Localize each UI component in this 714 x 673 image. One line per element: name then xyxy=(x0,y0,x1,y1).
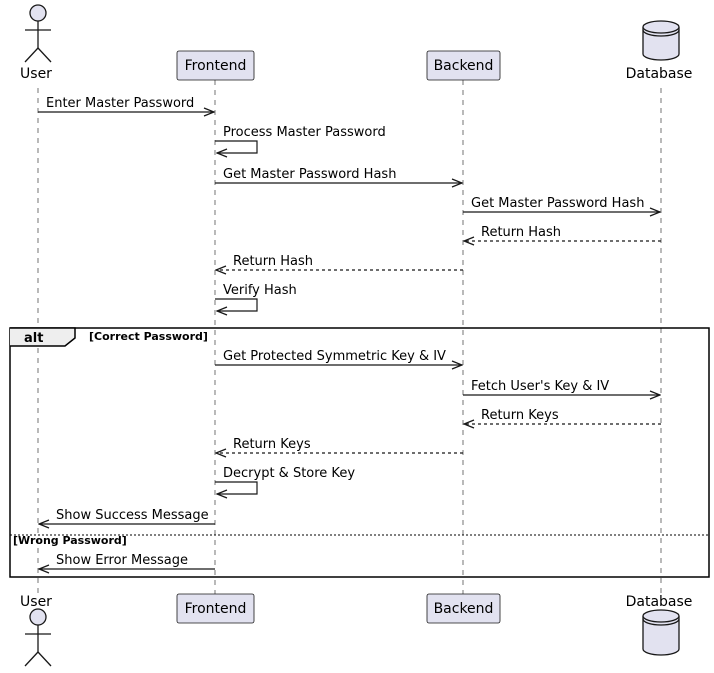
message-label: Return Keys xyxy=(481,408,559,423)
self-message-arrow xyxy=(215,481,258,494)
message-label: Get Master Password Hash xyxy=(471,196,644,211)
message: Decrypt & Store Key xyxy=(215,466,355,494)
message: Enter Master Password xyxy=(38,96,214,112)
participant-label-database: Database xyxy=(626,594,693,610)
participant-label-user: User xyxy=(20,66,52,82)
participant-backend-top: Backend xyxy=(426,50,501,81)
stick-figure-icon xyxy=(24,4,52,63)
message-label: Process Master Password xyxy=(223,125,386,140)
participant-label-frontend: Frontend xyxy=(185,601,247,617)
participant-frontend-top: Frontend xyxy=(176,50,255,81)
message: Return Hash xyxy=(464,225,661,241)
message: Show Error Message xyxy=(39,553,215,569)
self-message-arrow xyxy=(215,298,258,311)
message-label: Get Master Password Hash xyxy=(223,167,396,182)
participant-backend-bottom: Backend xyxy=(426,593,501,624)
participant-label-frontend: Frontend xyxy=(185,58,247,74)
message-label: Get Protected Symmetric Key & IV xyxy=(223,349,446,364)
message-label: Verify Hash xyxy=(223,283,297,298)
alt-fragment: alt [Correct Password] [Wrong Password] xyxy=(9,327,710,578)
message: Return Hash xyxy=(216,254,463,270)
stick-figure-icon xyxy=(24,608,52,667)
message-label: Decrypt & Store Key xyxy=(223,466,355,481)
message-label: Show Error Message xyxy=(56,553,188,568)
message-label: Enter Master Password xyxy=(46,96,194,111)
message: Get Master Password Hash xyxy=(215,167,462,183)
message: Return Keys xyxy=(216,437,463,453)
self-message-arrow xyxy=(215,140,258,153)
actor-user-bottom: User xyxy=(20,594,52,667)
database-cylinder-icon xyxy=(642,609,680,656)
message: Get Protected Symmetric Key & IV xyxy=(215,349,462,365)
participant-database-bottom: Database xyxy=(626,594,693,656)
participants-top: User Frontend Backend Database xyxy=(20,4,693,82)
database-cylinder-icon xyxy=(642,20,680,61)
participant-label-backend: Backend xyxy=(434,601,494,617)
alt-keyword: alt xyxy=(24,331,43,346)
alt-frame xyxy=(9,327,710,578)
participant-label-database: Database xyxy=(626,66,693,82)
message-label: Show Success Message xyxy=(56,508,209,523)
message-label: Fetch User's Key & IV xyxy=(471,379,609,394)
participant-database-top: Database xyxy=(626,20,693,82)
alt-tab xyxy=(10,327,76,347)
message: Return Keys xyxy=(464,408,661,424)
message-label: Return Hash xyxy=(233,254,313,269)
participant-label-user: User xyxy=(20,594,52,610)
message-label: Return Keys xyxy=(233,437,311,452)
message: Process Master Password xyxy=(215,125,386,153)
message: Verify Hash xyxy=(215,283,297,311)
participant-label-backend: Backend xyxy=(434,58,494,74)
participant-frontend-bottom: Frontend xyxy=(176,593,255,624)
message: Fetch User's Key & IV xyxy=(463,379,660,395)
alt-guard-wrong: [Wrong Password] xyxy=(13,534,127,547)
message-label: Return Hash xyxy=(481,225,561,240)
message: Show Success Message xyxy=(39,508,215,524)
message: Get Master Password Hash xyxy=(463,196,660,212)
alt-guard-correct: [Correct Password] xyxy=(89,330,208,343)
participants-bottom: User Frontend Backend Database xyxy=(20,593,693,667)
actor-user-top: User xyxy=(20,4,52,82)
